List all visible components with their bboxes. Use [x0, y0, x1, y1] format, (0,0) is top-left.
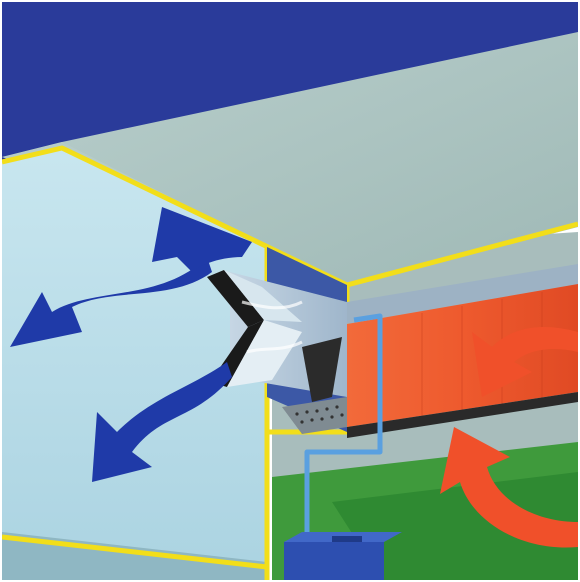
illustration-frame	[0, 0, 580, 582]
evaporative-cooler-illustration	[2, 2, 578, 580]
